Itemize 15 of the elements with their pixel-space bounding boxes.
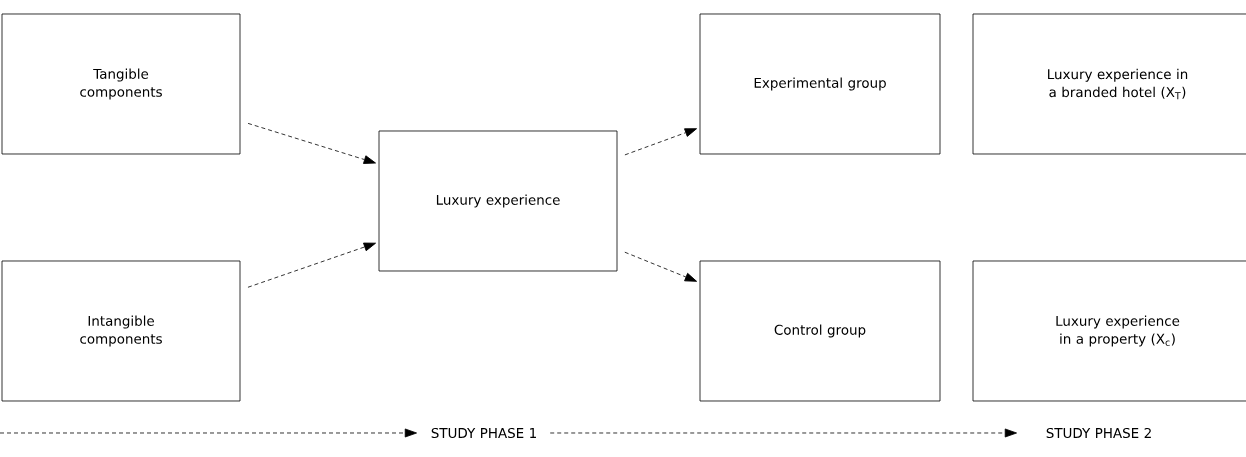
arrow [549, 428, 1017, 438]
text-box: Intangible components [1, 260, 241, 402]
phase-label: STUDY PHASE 2 [1046, 427, 1151, 439]
text-box: Tangible components [1, 13, 241, 155]
text-box: Experimental group [699, 13, 941, 155]
arrow [624, 251, 697, 282]
arrow [247, 122, 376, 164]
text-box: Luxury experience [378, 130, 618, 272]
arrow [0, 428, 417, 438]
arrow [624, 128, 697, 156]
arrow [247, 242, 376, 288]
text-box: Control group [699, 260, 941, 402]
text-box: Luxury experience in a property (X$_{c}$) [972, 260, 1246, 402]
phase-label: STUDY PHASE 1 [431, 427, 536, 439]
text-box: Luxury experience in a branded hotel (X$_{T}$) [972, 13, 1246, 155]
